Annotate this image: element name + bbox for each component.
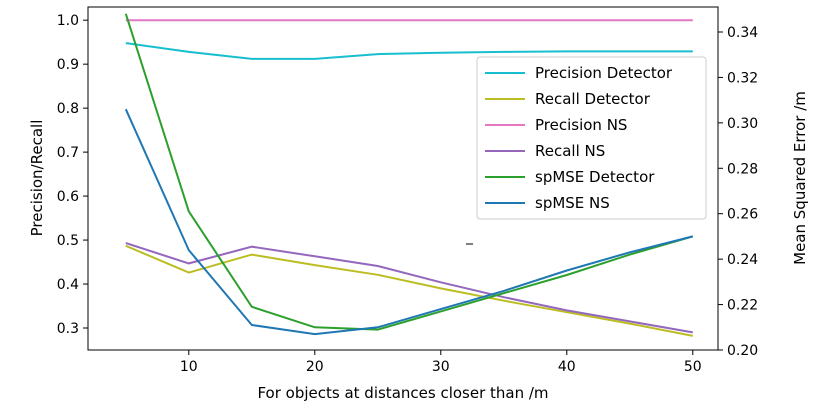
x-tick-label-0: 10 xyxy=(180,359,198,375)
series-line-0 xyxy=(125,42,693,60)
legend-label-2: Precision NS xyxy=(535,116,627,134)
legend-box xyxy=(476,56,707,220)
series-line-1 xyxy=(125,244,693,337)
x-tick-label-2: 30 xyxy=(432,359,450,375)
y-left-tick-label-1: 0.4 xyxy=(57,277,79,293)
legend-label-4: spMSE Detector xyxy=(535,168,655,186)
y-right-tick-label-7: 0.34 xyxy=(727,25,758,41)
y-left-tick-label-6: 0.9 xyxy=(57,57,79,73)
y-left-tick-label-2: 0.5 xyxy=(57,233,79,249)
x-tick-label-4: 50 xyxy=(684,359,702,375)
y-right-tick-label-5: 0.30 xyxy=(727,116,758,132)
y-right-tick-label-4: 0.28 xyxy=(727,161,758,177)
x-axis: 10 20 30 40 50 xyxy=(180,350,702,375)
x-tick-label-3: 40 xyxy=(558,359,576,375)
legend-label-3: Recall NS xyxy=(535,142,605,160)
y-right-tick-label-2: 0.24 xyxy=(727,252,758,268)
x-tick-label-1: 20 xyxy=(306,359,324,375)
legend-label-0: Precision Detector xyxy=(535,64,673,82)
legend-label-5: spMSE NS xyxy=(535,194,610,212)
y-left-tick-label-3: 0.6 xyxy=(57,189,79,205)
y-left-tick-label-7: 1.0 xyxy=(57,13,79,29)
legend-label-1: Recall Detector xyxy=(535,90,651,108)
y-left-tick-label-0: 0.3 xyxy=(57,321,79,337)
x-axis-label: For objects at distances closer than /m xyxy=(257,384,548,402)
plot-frame xyxy=(87,6,719,351)
y-left-tick-label-4: 0.7 xyxy=(57,145,79,161)
series-line-5 xyxy=(124,108,694,336)
series-line-3 xyxy=(125,242,693,334)
series-line-4 xyxy=(124,13,694,331)
series-lines xyxy=(124,13,694,337)
y-axis-left-label: Precision/Recall xyxy=(28,120,46,237)
y-axis-left: 0.3 0.4 0.5 0.6 0.7 0.8 0.9 1.0 xyxy=(57,13,88,337)
y-left-tick-label-5: 0.8 xyxy=(57,101,79,117)
y-axis-right: 0.20 0.22 0.24 0.26 0.28 0.30 0.32 0.34 xyxy=(718,25,758,359)
y-right-tick-label-3: 0.26 xyxy=(727,207,758,223)
y-right-tick-label-0: 0.20 xyxy=(727,343,758,359)
y-axis-right-label: Mean Squared Error /m xyxy=(791,91,809,265)
y-right-tick-label-1: 0.22 xyxy=(727,298,758,314)
y-right-tick-label-6: 0.32 xyxy=(727,70,758,86)
